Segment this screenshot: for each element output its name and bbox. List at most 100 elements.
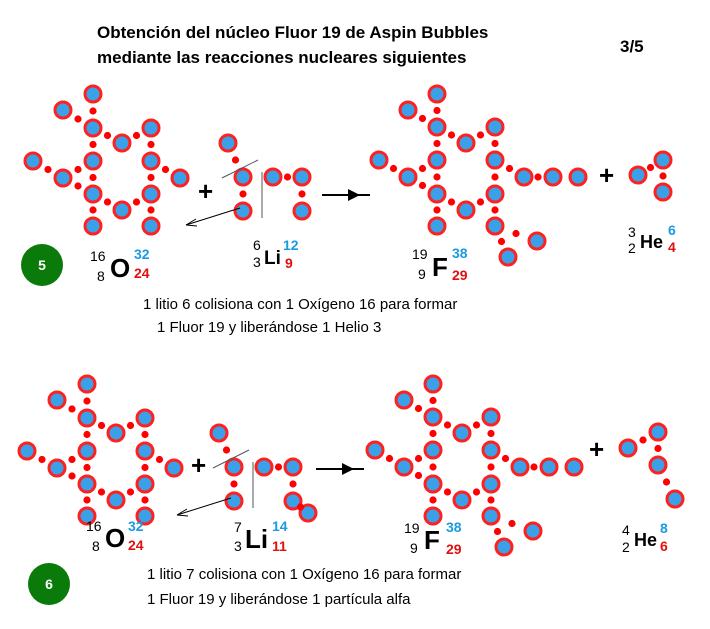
lithium-mass-number: 7 bbox=[234, 519, 242, 535]
link-dot bbox=[639, 436, 647, 444]
oxygen-blue-count: 32 bbox=[134, 246, 150, 262]
link-dot bbox=[429, 429, 437, 438]
proton-bubble bbox=[648, 455, 668, 475]
link-dot bbox=[472, 488, 481, 496]
proton-bubble bbox=[628, 165, 648, 185]
proton-bubble bbox=[481, 407, 501, 427]
fluor-atomic-number: 9 bbox=[410, 540, 418, 556]
link-dot bbox=[89, 107, 97, 115]
fluor-mass-number: 19 bbox=[412, 246, 428, 262]
proton-bubble bbox=[224, 491, 244, 511]
proton-bubble bbox=[254, 457, 274, 477]
link-dot bbox=[433, 139, 441, 148]
link-dot bbox=[230, 480, 238, 488]
link-dot bbox=[298, 190, 306, 198]
proton-bubble bbox=[135, 441, 155, 461]
bubble-layer bbox=[17, 84, 685, 557]
proton-bubble bbox=[233, 201, 253, 221]
link-dot bbox=[493, 527, 502, 536]
proton-bubble bbox=[209, 423, 229, 443]
proton-bubble bbox=[523, 521, 543, 541]
proton-bubble bbox=[398, 100, 418, 120]
link-dot bbox=[83, 430, 91, 439]
link-dot bbox=[147, 206, 155, 214]
helium-symbol: He bbox=[634, 530, 657, 550]
description-line-1: 1 litio 7 colisiona con 1 Oxígeno 16 par… bbox=[147, 566, 461, 583]
link-dot bbox=[103, 198, 112, 206]
link-dot bbox=[508, 519, 516, 528]
lithium-symbol: Li bbox=[264, 248, 281, 269]
proton-bubble bbox=[618, 438, 638, 458]
proton-bubble bbox=[485, 216, 505, 236]
proton-bubble bbox=[135, 408, 155, 428]
oxygen-symbol: O bbox=[105, 523, 125, 553]
proton-bubble bbox=[106, 490, 126, 510]
lithium-red-count: 9 bbox=[285, 255, 293, 271]
link-dot bbox=[501, 454, 510, 463]
link-dot bbox=[83, 463, 91, 472]
proton-bubble bbox=[427, 150, 447, 170]
proton-bubble bbox=[456, 200, 476, 220]
proton-bubble bbox=[568, 167, 588, 187]
proton-bubble bbox=[427, 117, 447, 137]
fluor-atomic-number: 9 bbox=[418, 266, 426, 282]
link-dot bbox=[74, 182, 82, 190]
step-badge bbox=[21, 244, 63, 286]
lithium-blue-count: 14 bbox=[272, 518, 288, 534]
proton-bubble bbox=[564, 457, 584, 477]
proton-bubble bbox=[53, 100, 73, 120]
link-dot bbox=[103, 131, 112, 140]
lithium-atomic-number: 3 bbox=[253, 254, 261, 270]
proton-bubble bbox=[164, 458, 184, 478]
link-dot bbox=[222, 446, 231, 454]
link-dot bbox=[74, 165, 82, 174]
proton-bubble bbox=[398, 167, 418, 187]
proton-bubble bbox=[292, 167, 312, 187]
lithium-red-count: 11 bbox=[272, 538, 287, 554]
proton-bubble bbox=[539, 457, 559, 477]
proton-bubble bbox=[365, 440, 385, 460]
link-dot bbox=[385, 454, 394, 463]
link-dot bbox=[443, 421, 452, 429]
helium-blue-count: 6 bbox=[668, 222, 676, 238]
fluor-symbol: F bbox=[424, 525, 440, 555]
step-badge bbox=[28, 563, 70, 605]
link-dot bbox=[512, 229, 520, 238]
proton-bubble bbox=[141, 184, 161, 204]
link-dot bbox=[414, 454, 423, 463]
proton-bubble bbox=[77, 441, 97, 461]
proton-bubble bbox=[653, 150, 673, 170]
lithium-symbol: Li bbox=[245, 524, 268, 554]
link-dot bbox=[491, 206, 499, 214]
proton-bubble bbox=[527, 231, 547, 251]
proton-bubble bbox=[77, 408, 97, 428]
helium-red-count: 4 bbox=[668, 239, 676, 255]
fluor-symbol: F bbox=[432, 252, 448, 282]
link-dot bbox=[141, 430, 149, 439]
motion-arrow-line bbox=[185, 218, 197, 226]
link-dot bbox=[89, 173, 97, 182]
proton-bubble bbox=[83, 118, 103, 138]
link-dot bbox=[414, 471, 423, 480]
link-dot bbox=[433, 106, 441, 115]
proton-bubble bbox=[427, 84, 447, 104]
reaction-6: 6 16 8 O 32 24 + 7 3 Li 14 11 19 9 F 38 … bbox=[28, 434, 668, 608]
proton-bubble bbox=[263, 167, 283, 187]
link-dot bbox=[83, 397, 91, 405]
helium-atomic-number: 2 bbox=[628, 240, 636, 256]
proton-bubble bbox=[23, 151, 43, 171]
link-dot bbox=[433, 173, 441, 181]
link-dot bbox=[147, 173, 155, 182]
link-dot bbox=[38, 455, 46, 464]
link-dot bbox=[497, 237, 506, 246]
link-dot bbox=[141, 496, 149, 504]
proton-bubble bbox=[665, 489, 685, 509]
link-dot bbox=[155, 455, 164, 464]
proton-bubble bbox=[298, 503, 318, 523]
link-dot bbox=[659, 172, 667, 180]
helium-mass-number: 4 bbox=[622, 522, 630, 538]
proton-bubble bbox=[452, 423, 472, 443]
proton-bubble bbox=[77, 474, 97, 494]
link-dot bbox=[74, 115, 82, 123]
oxygen-blue-count: 32 bbox=[128, 518, 144, 534]
